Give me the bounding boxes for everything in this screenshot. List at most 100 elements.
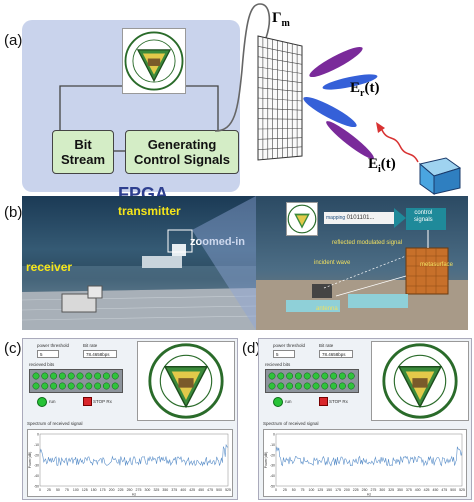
x-tick-label: 475 [207,488,213,492]
ei-subscript: i [378,164,381,175]
university-logo-large [371,341,469,421]
reflected-beam-2 [322,74,378,90]
bit-led-icon [41,382,49,390]
x-axis-title: Hz [367,493,372,497]
logo-emblem-icon [124,31,184,91]
x-tick-label: 400 [180,488,186,492]
control-cable [214,3,271,132]
x-tick-label: 350 [162,488,168,492]
stop-rx-button[interactable] [319,397,328,406]
ei-label: Ei(t) [368,156,396,175]
receiver-label: receiver [26,260,73,274]
y-tick-label: -50 [270,485,275,489]
chamber-photo: transmitter receiver zoomed-in [22,196,258,330]
x-tick-label: 200 [344,488,350,492]
x-tick-label: 50 [56,488,60,492]
x-tick-label: 350 [397,488,403,492]
generating-line1: Generating [147,137,217,152]
transmitter-label: transmitter [118,204,181,218]
x-tick-label: 0 [39,488,41,492]
x-tick-label: 225 [118,488,124,492]
y-tick-label: -40 [270,474,275,478]
x-tick-label: 25 [283,488,287,492]
bit-led-icon [338,372,346,380]
bit-led-icon [76,372,84,380]
x-tick-label: 425 [424,488,430,492]
bit-stream-line2: Stream [60,152,106,167]
x-tick-label: 500 [216,488,222,492]
received-bits-label: recieved bits [29,362,55,367]
x-tick-label: 400 [415,488,421,492]
stop-rx-label: STOP Rx [329,399,348,404]
spectrum-axes [39,433,229,487]
er-label: Er(t) [350,80,379,99]
bit-led-icon [338,382,346,390]
y-tick-label: 0 [37,433,39,437]
bit-led-icon [85,382,93,390]
spectrum-trace [39,443,229,467]
zoomed-scene [256,208,468,330]
x-tick-label: 375 [406,488,412,492]
spectrum-label: Spectrum of received signal [27,421,83,426]
gamma-symbol: Γ [272,10,282,26]
x-tick-label: 275 [136,488,142,492]
y-tick-label: -50 [34,485,39,489]
run-label: run [285,399,292,404]
bit-led-icon [268,372,276,380]
spectrum-axes [275,433,463,487]
zoom-wedge [192,196,256,330]
reflected-signal-tag: reflected modulated signal [332,240,403,246]
x-tick-label: 525 [459,488,465,492]
stop-rx-label: STOP Rx [93,399,112,404]
logo-large-icon [148,343,224,419]
reflected-beam-3 [303,96,357,128]
x-tick-label: 50 [292,488,296,492]
fpga-wiring [59,85,219,152]
bit-led-icon [347,382,355,390]
bit-led-icon [111,382,119,390]
received-bits-panel [29,369,123,393]
bit-led-icon [294,372,302,380]
gamma-label: Γm [272,10,290,29]
x-tick-label: 200 [109,488,115,492]
incident-wave [381,129,419,163]
x-tick-label: 375 [171,488,177,492]
x-tick-label: 250 [362,488,368,492]
bit-rate-value: 78.4658bps [83,350,117,358]
x-tick-label: 525 [225,488,231,492]
x-tick-label: 325 [153,488,159,492]
x-tick-label: 450 [198,488,204,492]
stop-rx-button[interactable] [83,397,92,406]
x-tick-label: 300 [379,488,385,492]
x-tick-label: 500 [450,488,456,492]
x-axis-title: Hz [132,493,137,497]
x-tick-label: 75 [65,488,69,492]
university-logo-small [122,28,186,94]
generating-line2: Control Signals [133,152,231,167]
control-word: control [414,210,433,216]
bit-led-icon [67,372,75,380]
ei-arg: (t) [380,156,396,172]
bit-led-icon [286,372,294,380]
power-threshold-input[interactable]: 5 [273,350,295,358]
bit-led-icon [94,372,102,380]
bit-led-icon [94,382,102,390]
university-logo-large [137,341,235,421]
power-threshold-label: power threshold [273,343,306,348]
bit-led-icon [330,372,338,380]
bit-led-icon [50,382,58,390]
run-label: run [49,399,56,404]
x-tick-label: 25 [47,488,51,492]
power-threshold-input[interactable]: 5 [37,350,59,358]
bit-led-icon [321,382,329,390]
logo-large-icon [382,343,458,419]
x-tick-label: 125 [82,488,88,492]
spectrum-label: Spectrum of received signal [263,421,319,426]
antenna-tag: antenna [316,306,338,312]
